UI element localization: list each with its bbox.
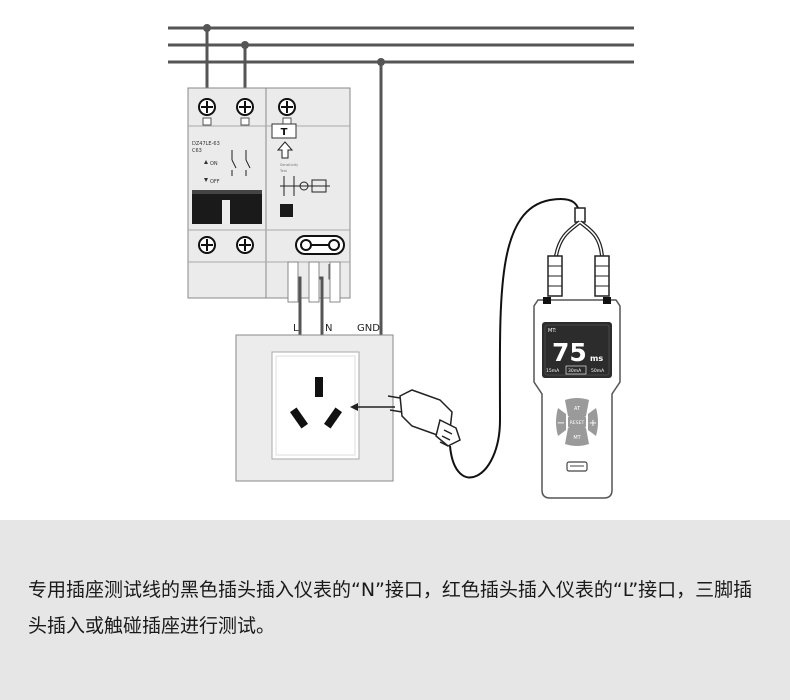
- socket-label-gnd: GND: [357, 323, 380, 334]
- breaker-toggle: [192, 190, 262, 224]
- feed-wires: [205, 28, 383, 335]
- breaker-top-terminals: [198, 98, 296, 116]
- caption-band: 专用插座测试线的黑色插头插入仪表的“N”接口，红色插头插入仪表的“L”接口，三脚…: [0, 520, 790, 700]
- screen-mode-label: MT:: [548, 328, 557, 334]
- button-mt[interactable]: MT: [573, 435, 581, 441]
- socket-label-l: L: [293, 323, 299, 334]
- test-arrow-icon: [276, 141, 294, 159]
- circuit-breaker: T DZ47LE-63 C63 ON OFF Sensitivity Test: [187, 87, 351, 299]
- test-button-label: T: [281, 127, 288, 138]
- breaker-model-text: DZ47LE-63: [192, 141, 220, 147]
- wall-socket: [235, 334, 394, 482]
- button-at[interactable]: AT: [574, 406, 581, 412]
- socket-right-slot: [323, 407, 343, 429]
- screen-unit: ms: [590, 354, 603, 363]
- neutral-link-bar: [295, 235, 345, 255]
- breaker-rating-text: C63: [192, 148, 202, 154]
- tester-screen: [542, 322, 612, 378]
- current-option-2: 30mA: [568, 368, 582, 374]
- rcd-symbol: [280, 176, 330, 196]
- indicator-square: [280, 204, 293, 217]
- insert-arrow-icon: [350, 403, 395, 411]
- button-pad: [556, 398, 598, 446]
- schuko-plug-icon: [387, 389, 461, 447]
- socket-label-n: N: [325, 323, 332, 334]
- fine-text-1: Sensitivity: [280, 163, 298, 167]
- button-minus[interactable]: −: [557, 418, 565, 429]
- socket-left-slot: [289, 407, 309, 429]
- wiring-diagram: T DZ47LE-63 C63 ON OFF Sensitivity Test: [168, 24, 634, 499]
- on-label: ON: [210, 161, 218, 167]
- socket-earth-slot: [315, 377, 323, 397]
- test-cable: [449, 198, 581, 479]
- tester-device: MT: 75 ms 15mA 30mA 50mA AT RESET MT − +: [533, 297, 621, 499]
- off-label: OFF: [210, 179, 220, 185]
- button-plus[interactable]: +: [589, 418, 597, 429]
- supply-bus-lines: [168, 26, 634, 64]
- breaker-bottom-terminals: [198, 236, 254, 254]
- instruction-caption: 专用插座测试线的黑色插头插入仪表的“N”接口，红色插头插入仪表的“L”接口，三脚…: [28, 579, 753, 637]
- current-option-3: 50mA: [591, 368, 605, 374]
- tester-leads: [547, 207, 610, 297]
- current-option-1: 15mA: [546, 368, 560, 374]
- breaker-switch-symbol: [231, 150, 251, 176]
- bus-junction-dots: [203, 24, 385, 66]
- button-reset[interactable]: RESET: [570, 420, 585, 426]
- screen-value: 75: [552, 338, 587, 367]
- fine-text-2: Test: [279, 169, 288, 173]
